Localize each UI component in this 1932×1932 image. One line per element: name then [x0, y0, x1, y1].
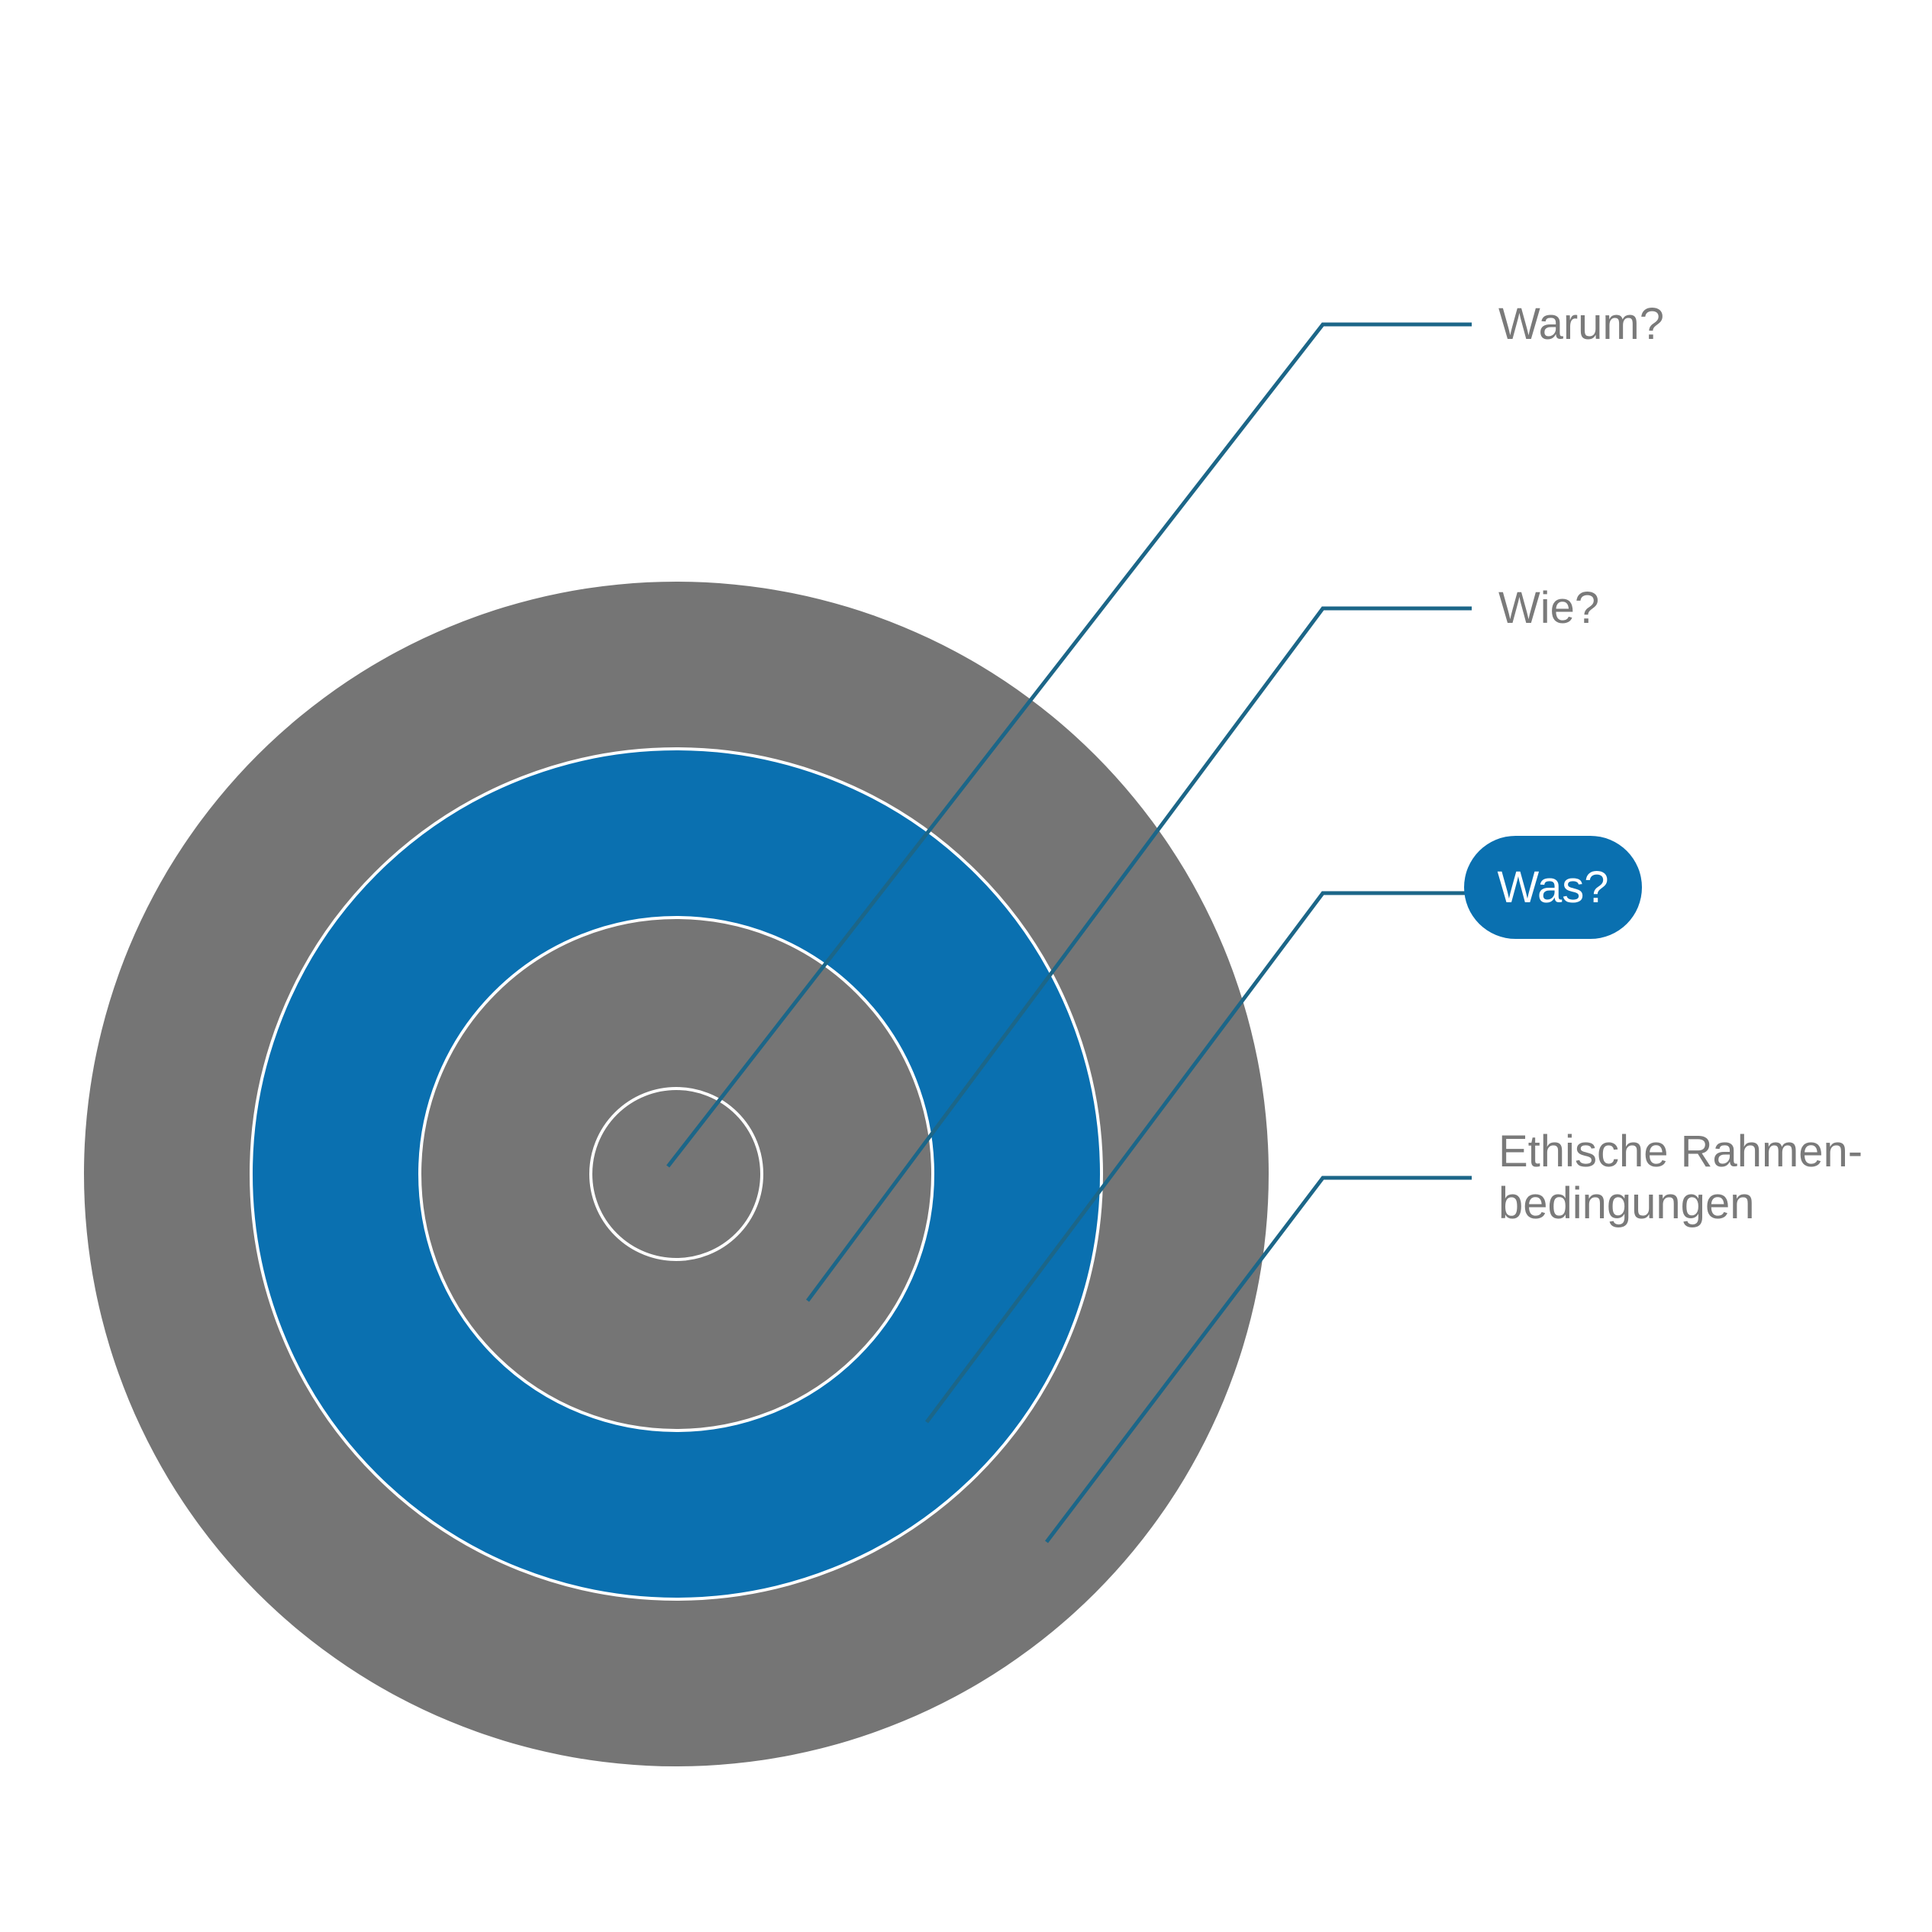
label-wie: Wie?	[1498, 583, 1600, 633]
leader-line-was	[924, 891, 1473, 1424]
ring-warum	[589, 1087, 763, 1261]
label-ethische-line1: Ethische Rahmen-	[1498, 1127, 1863, 1176]
leader-line-wie	[805, 606, 1472, 1302]
label-ethische-line2: bedingungen	[1498, 1179, 1755, 1228]
label-was-highlight: Was?	[1464, 836, 1642, 939]
label-warum: Warum?	[1498, 299, 1664, 349]
leader-line-warum	[666, 322, 1472, 1168]
leader-line-ethische	[1045, 1176, 1472, 1543]
label-was: Was?	[1497, 863, 1609, 912]
